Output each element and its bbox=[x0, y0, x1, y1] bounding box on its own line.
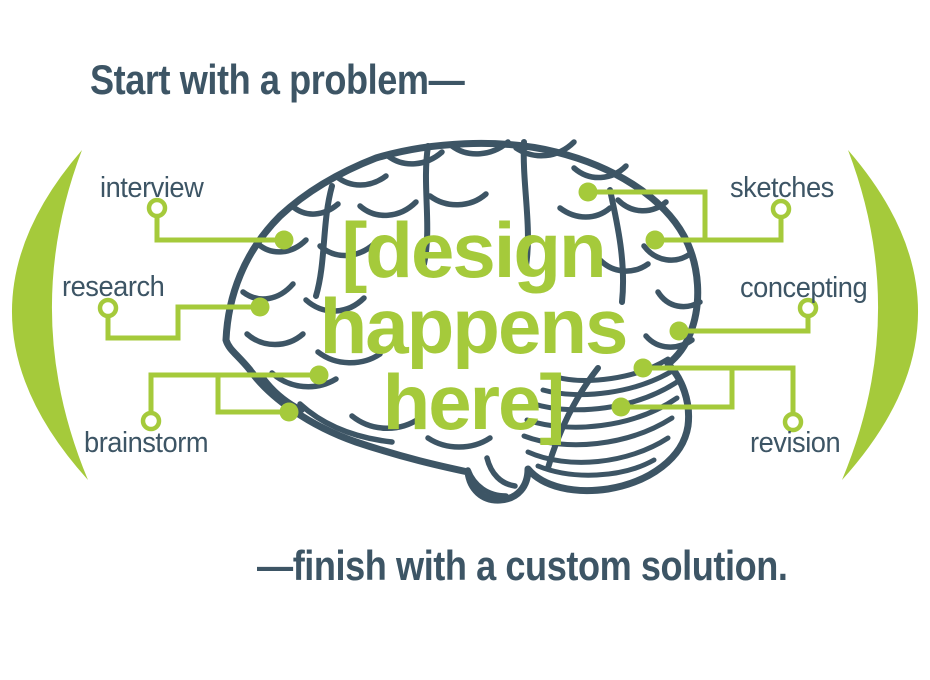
interview-connector bbox=[146, 197, 294, 250]
research-endpoint-dot bbox=[250, 297, 270, 317]
right-parenthesis-icon bbox=[842, 150, 919, 480]
research-node-circle bbox=[97, 297, 119, 319]
revision-connector bbox=[611, 358, 804, 433]
concepting-node-circle bbox=[797, 297, 819, 319]
revision-node-circle bbox=[782, 411, 804, 433]
concepting-endpoint-dot bbox=[669, 321, 689, 341]
label-concepting: concepting bbox=[740, 272, 868, 304]
revision-endpoint-dot-1 bbox=[633, 358, 653, 378]
label-research: research bbox=[62, 271, 165, 303]
label-revision: revision bbox=[750, 427, 841, 459]
brainstorm-connector bbox=[140, 365, 329, 432]
cerebellum-boundary bbox=[545, 365, 601, 471]
top-title: Start with a problem— bbox=[90, 56, 465, 103]
brainstorm-endpoint-dot-2 bbox=[279, 402, 299, 422]
sketches-connector bbox=[578, 182, 792, 250]
concepting-connector bbox=[669, 297, 819, 341]
revision-endpoint-dot-2 bbox=[611, 397, 631, 417]
center-label: [design happens here] bbox=[233, 206, 713, 446]
brain-stem-line bbox=[465, 467, 509, 499]
sketches-endpoint-dot-1 bbox=[645, 230, 665, 250]
center-label-line3: here] bbox=[382, 358, 566, 446]
sketches-node-circle bbox=[770, 198, 792, 220]
label-brainstorm: brainstorm bbox=[84, 427, 209, 459]
bottom-title: —finish with a custom solution. bbox=[257, 542, 788, 589]
label-sketches: sketches bbox=[730, 172, 834, 204]
brainstorm-endpoint-dot-1 bbox=[309, 365, 329, 385]
center-label-line1: [design bbox=[341, 206, 606, 294]
center-label-line2: happens bbox=[319, 282, 629, 370]
interview-node-circle bbox=[146, 197, 168, 219]
brainstorm-node-circle bbox=[140, 410, 162, 432]
research-connector bbox=[97, 297, 270, 341]
interview-endpoint-dot bbox=[274, 230, 294, 250]
sketches-endpoint-dot-2 bbox=[578, 182, 598, 202]
label-interview: interview bbox=[100, 172, 204, 204]
left-parenthesis-icon bbox=[11, 150, 88, 480]
